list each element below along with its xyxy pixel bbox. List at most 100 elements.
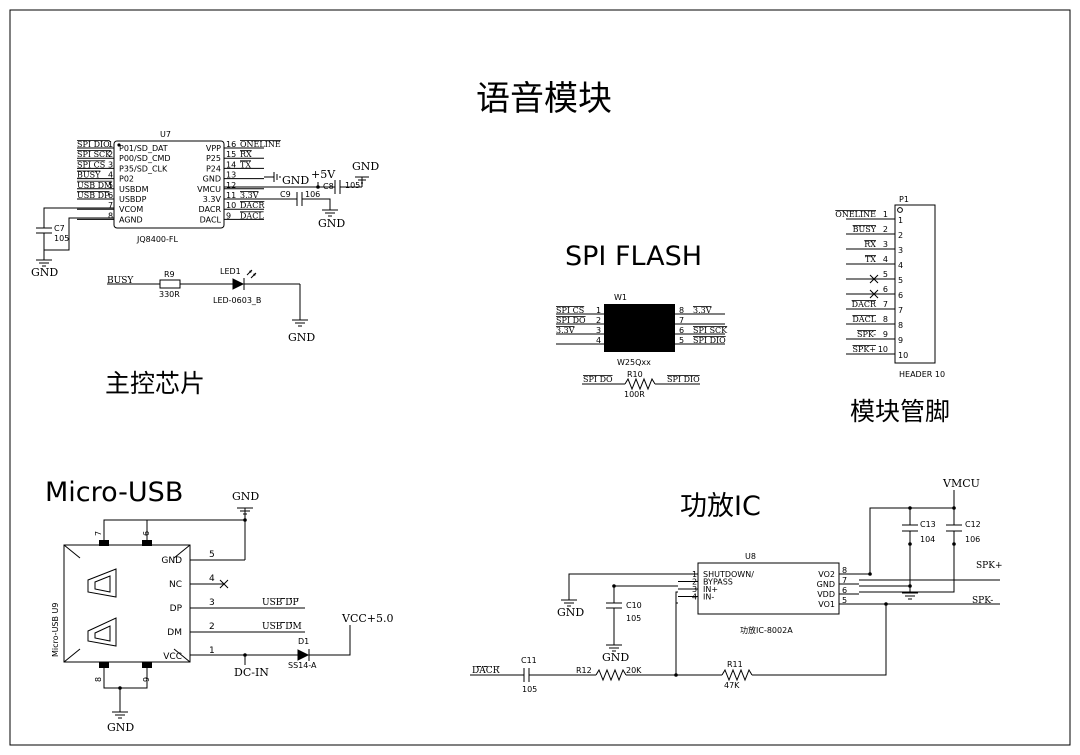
u7-net-label-right: ONELINE xyxy=(240,140,281,149)
u7-pin-name-left: P35/SD_CLK xyxy=(119,164,168,173)
w1-pin-number-left: 2 xyxy=(596,316,601,325)
p1-net-label: SPK- xyxy=(857,330,876,339)
p1-no-connect-marker xyxy=(869,289,879,299)
c11-ref: C11 xyxy=(521,656,537,665)
r10-net-spi-dio: SPI DIO xyxy=(667,375,700,384)
p1-pin-index: 10 xyxy=(878,345,888,354)
p1-pin-index: 7 xyxy=(883,300,888,309)
u7-pin-name-right: P24 xyxy=(206,164,221,173)
p1-pin-number: 1 xyxy=(898,216,903,225)
title-voice-module: 语音模块 xyxy=(476,79,612,119)
u7-pin-number-left: 6 xyxy=(108,191,113,200)
u9-pin-name: DP xyxy=(170,604,183,614)
p1-part: HEADER 10 xyxy=(899,370,945,379)
amp-wiring xyxy=(470,490,1000,682)
u9-pin-name: DM xyxy=(167,628,182,638)
u7-pin-name-right: 3.3V xyxy=(203,195,222,204)
w1-pin-number-right: 7 xyxy=(679,316,684,325)
u9-pin-name: GND xyxy=(161,556,182,566)
w1-pin-number-right: 5 xyxy=(679,336,684,345)
u7-pin-number-left: 4 xyxy=(108,171,113,180)
p1-net-label: BUSY xyxy=(853,225,877,234)
u8-pin-name-left: IN- xyxy=(703,593,714,602)
sheet-border xyxy=(9,9,1071,746)
c7-value: 105 xyxy=(54,234,69,243)
p1-net-label: RX xyxy=(864,240,876,249)
spk-minus-label: SPK- xyxy=(972,596,993,606)
u7-pin-number-left: 3 xyxy=(108,160,113,169)
u7-pin-number-left: 8 xyxy=(108,211,113,220)
r11-value: 47K xyxy=(724,681,740,690)
c13-ref: C13 xyxy=(920,520,936,529)
c7-ref: C7 xyxy=(54,224,65,233)
u7-pin-name-left: USBDP xyxy=(119,195,147,204)
c11-value: 105 xyxy=(522,685,537,694)
u7-pin-name-right: P25 xyxy=(206,154,221,163)
p1-pin-index: 1 xyxy=(883,210,888,219)
u7-pin-name-right: DACR xyxy=(199,205,222,214)
u8-pin-number-right: 6 xyxy=(842,586,847,595)
w1-pin-number-right: 8 xyxy=(679,306,684,315)
w1-net-label-right: SPI SCK xyxy=(693,326,728,335)
u7-pin-number-right: 14 xyxy=(226,160,236,169)
u8-pin-name-left: SHUTDOWN/ xyxy=(703,570,754,579)
u9-pin-number: 1 xyxy=(209,646,215,656)
u7-net-label-left: SPI CS xyxy=(77,160,105,169)
u7-net-label-right: DACL xyxy=(240,211,264,220)
r9-value: 330R xyxy=(159,290,180,299)
gnd-label-c9: GND xyxy=(318,217,345,230)
u8-pin-name-right: VO1 xyxy=(818,600,835,609)
u8-pin-name-left: IN+ xyxy=(703,585,718,594)
u8-pin-number-left: 2 xyxy=(692,578,697,587)
c12-ref: C12 xyxy=(965,520,981,529)
p1-no-connect-marker xyxy=(869,274,879,284)
r10-net-spi-do: SPI DO xyxy=(583,375,613,384)
p1-pin-number: 10 xyxy=(898,351,908,360)
gnd-label-usb-top: GND xyxy=(232,490,259,503)
c8-value: 105 xyxy=(345,181,360,190)
u8-part: 功放IC-8002A xyxy=(740,625,793,635)
led1-value: LED-0603_B xyxy=(213,296,261,305)
gnd-label-usb-bottom: GND xyxy=(107,721,134,734)
u7-pin-number-right: 11 xyxy=(226,191,236,200)
gnd-label-c10: GND xyxy=(602,651,629,664)
r10-value: 100R xyxy=(624,390,645,399)
c10-value: 105 xyxy=(626,614,641,623)
w1-ref: W1 xyxy=(614,293,627,302)
busy-net-label: BUSY xyxy=(107,276,134,286)
u7-part: JQ8400-FL xyxy=(136,235,179,244)
p1-net-label: ONELINE xyxy=(835,210,876,219)
title-module-pins: 模块管脚 xyxy=(850,397,950,426)
p1-pin-number: 2 xyxy=(898,231,903,240)
d1-ref: D1 xyxy=(298,637,309,646)
u8-pin-number-right: 5 xyxy=(842,596,847,605)
led1-ref: LED1 xyxy=(220,267,241,276)
u7-pin-name-left: P02 xyxy=(119,175,134,184)
u7-ref: U7 xyxy=(160,130,171,139)
gnd-label-c7: GND xyxy=(31,266,58,279)
u7-pin-number-right: 12 xyxy=(226,181,236,190)
vmcu-label: VMCU xyxy=(942,477,980,490)
u9-pin-number: 5 xyxy=(209,550,215,560)
u7-net-label-right: DACR xyxy=(240,201,265,210)
c7-capacitor xyxy=(36,207,114,267)
u8-pin-number-left: 1 xyxy=(692,570,697,579)
p1-pin-number: 5 xyxy=(898,276,903,285)
p1-net-label: SPK+ xyxy=(852,345,876,354)
u7-net-label-right: RX xyxy=(240,150,252,159)
u7-pin-number-right: 16 xyxy=(226,140,236,149)
p1-pin-index: 9 xyxy=(883,330,888,339)
u7-pin-number-left: 7 xyxy=(108,201,113,210)
gnd-label-led: GND xyxy=(288,331,315,344)
p1-pin-number: 9 xyxy=(898,336,903,345)
r11-ref: R11 xyxy=(727,660,743,669)
u7-pin-number-right: 13 xyxy=(226,171,236,180)
r9-ref: R9 xyxy=(164,270,175,279)
